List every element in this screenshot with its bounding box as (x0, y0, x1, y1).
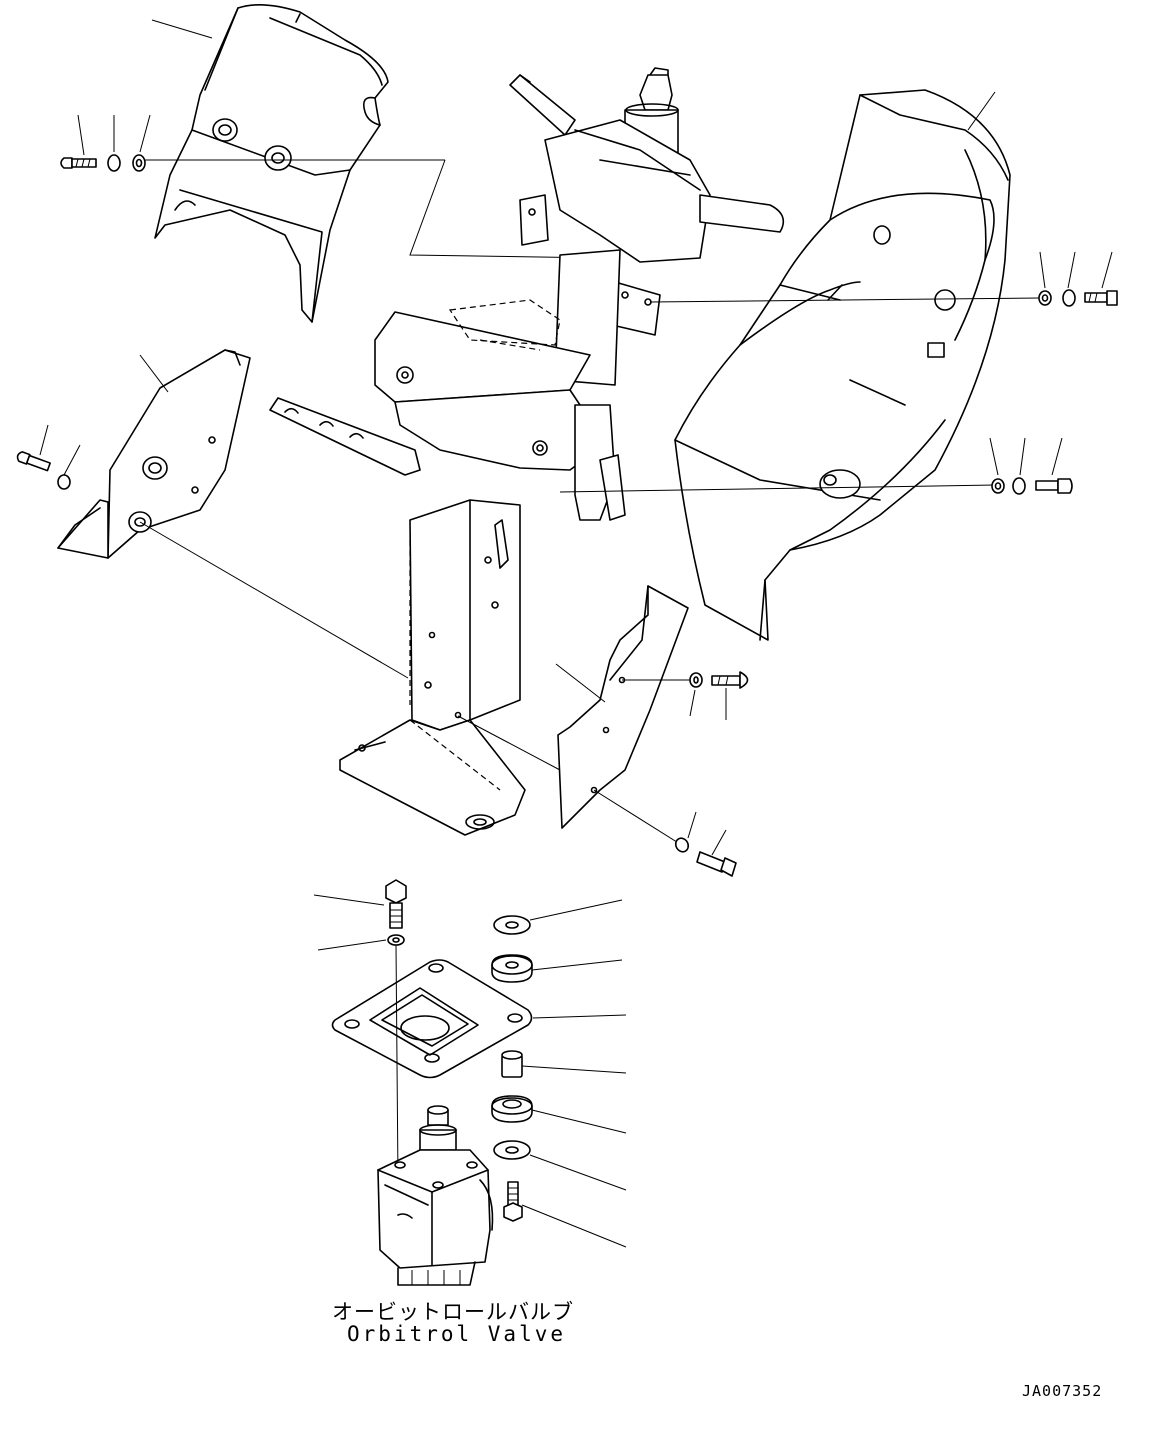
steering-column-frame (269, 67, 785, 836)
orbitrol-valve-body (377, 1105, 494, 1286)
right-side-cover-fasteners (559, 251, 1118, 495)
upper-cover (154, 4, 389, 323)
upper-cover-fasteners (60, 19, 603, 259)
lower-cover (457, 585, 749, 877)
orbitrol-valve-caption-english: Orbitrol Valve (347, 1322, 567, 1346)
valve-mount-hardware (313, 879, 627, 1248)
drawing-code: JA007352 (1022, 1382, 1103, 1400)
left-side-cover (16, 349, 409, 679)
right-side-cover (674, 89, 1011, 641)
orbitrol-valve-caption-japanese: オービットロールバルブ (332, 1300, 574, 1324)
